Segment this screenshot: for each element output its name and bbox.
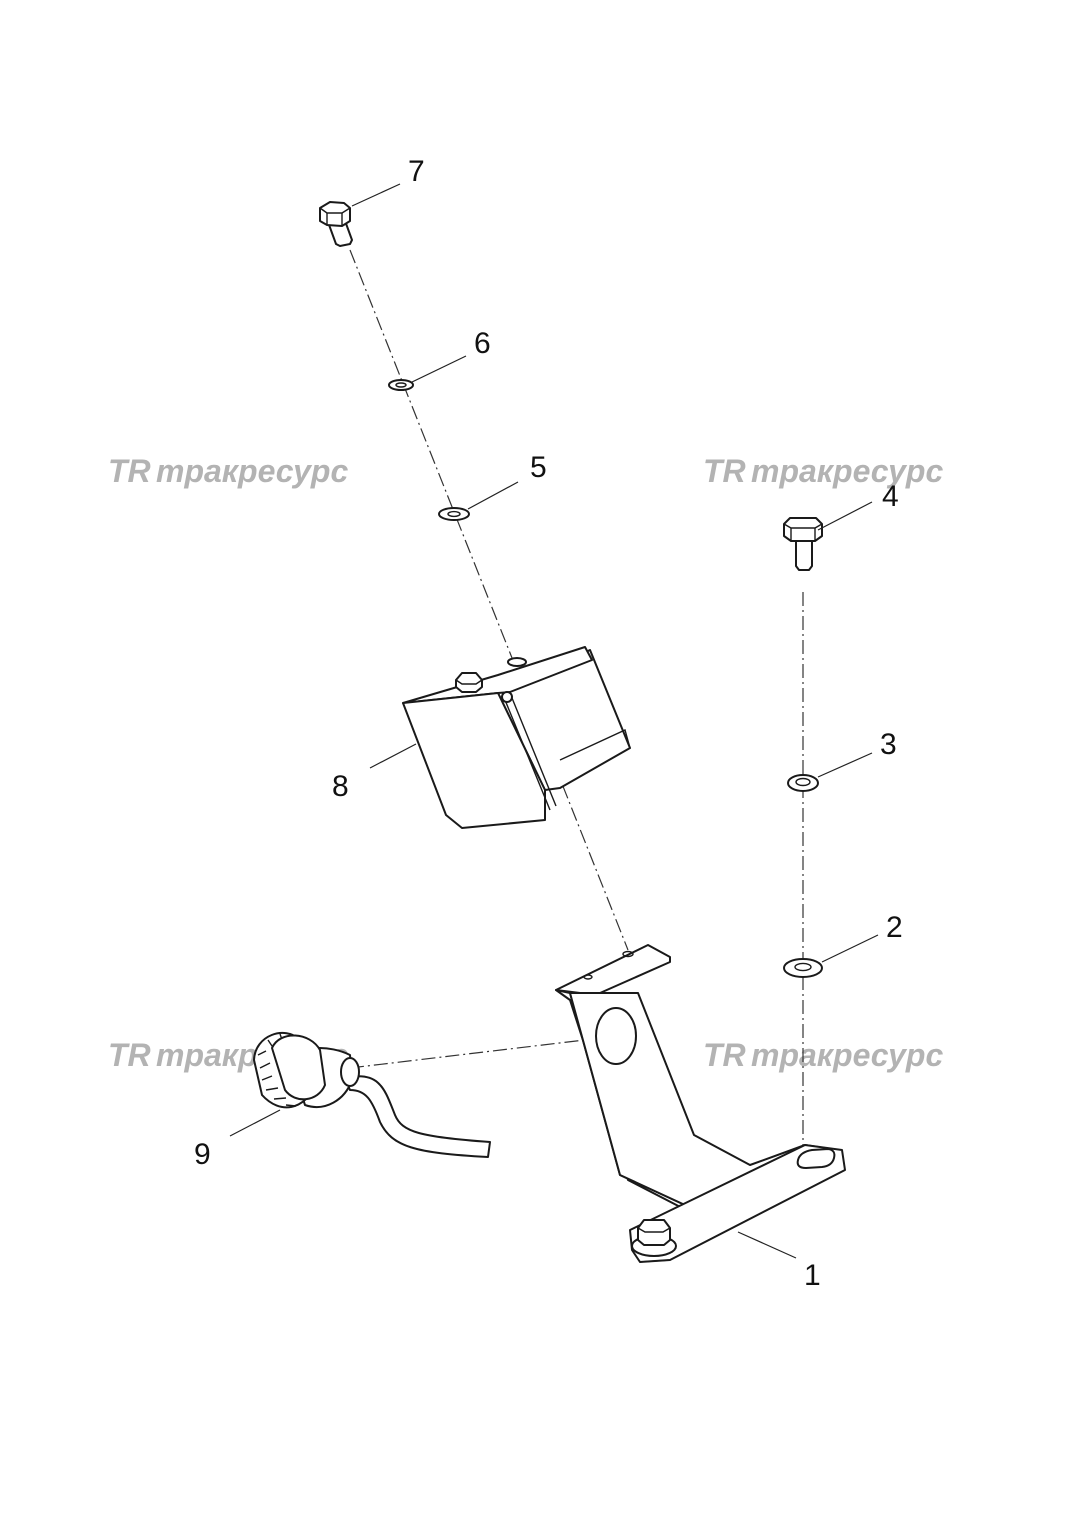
callout-5: 5 — [530, 451, 547, 484]
cover-8 — [402, 646, 631, 829]
spring-washer-3 — [787, 774, 819, 792]
leader-8 — [369, 743, 417, 769]
callout-7: 7 — [408, 155, 425, 188]
flat-washer-2 — [783, 958, 823, 978]
callout-8: 8 — [332, 770, 349, 803]
watermark-text: тракресурс — [751, 1037, 943, 1073]
leader-3 — [817, 752, 873, 778]
watermark-text: тракресурс — [156, 453, 348, 489]
callout-2: 2 — [886, 911, 903, 944]
watermark-text: тракресурс — [751, 453, 943, 489]
axis-left-assembly — [349, 249, 629, 951]
watermark-bottom-right: TR тракресурс — [703, 1037, 943, 1073]
callout-6: 6 — [474, 327, 491, 360]
callout-1: 1 — [804, 1259, 821, 1292]
leader-5 — [467, 481, 519, 510]
watermark-logo: TR — [108, 453, 151, 489]
watermark-logo: TR — [703, 453, 746, 489]
leader-9 — [229, 1109, 281, 1137]
leader-7 — [351, 183, 401, 207]
leader-6 — [411, 355, 467, 383]
watermark-logo: TR — [108, 1037, 151, 1073]
callout-3: 3 — [880, 728, 897, 761]
callout-4: 4 — [882, 480, 899, 513]
watermark-top-left: TR тракресурс — [108, 453, 348, 489]
watermark-top-right: TR тракресурс — [703, 453, 943, 489]
bracket-1 — [555, 944, 846, 1263]
leader-4 — [817, 501, 873, 531]
callout-9: 9 — [194, 1138, 211, 1171]
spring-washer-6 — [388, 379, 414, 391]
flat-washer-5 — [438, 507, 470, 521]
sensor-9 — [253, 1031, 491, 1158]
bolt-4 — [783, 517, 823, 571]
bolt-7 — [319, 201, 353, 247]
watermark-logo: TR — [703, 1037, 746, 1073]
leader-1 — [737, 1231, 797, 1259]
axis-sensor — [349, 1035, 619, 1069]
leader-2 — [821, 934, 879, 963]
